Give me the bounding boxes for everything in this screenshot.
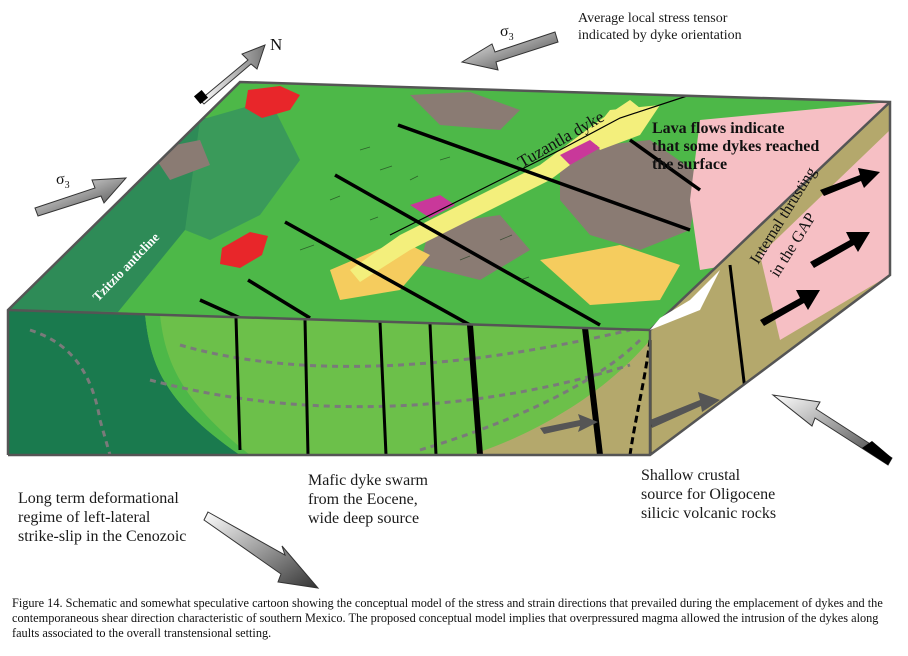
north-arrow [193, 44, 266, 105]
right-dykes [650, 264, 747, 455]
surface-dyke-lines [199, 123, 702, 327]
compression-arrow-right [771, 394, 893, 466]
dark-green-patch [185, 100, 300, 240]
texture-marks [299, 146, 530, 281]
front-mid-green-left [145, 314, 250, 455]
label-north: N [270, 35, 282, 54]
shear-arrow-front [540, 414, 598, 434]
white-notch [650, 270, 720, 330]
red-patch-north [245, 86, 300, 118]
dyke-top-6 [628, 138, 702, 192]
label-shallow: Shallow crustal source for Oligocene sil… [641, 467, 777, 522]
label-mafic: Mafic dyke swarm from the Eocene, wide d… [308, 472, 428, 527]
label-lava-line-3: the surface [652, 156, 727, 173]
sigma3-left-arrow [34, 177, 128, 217]
sigma3-top-arrow [460, 31, 559, 71]
dyke-top-1 [397, 123, 691, 232]
right-pink [760, 130, 890, 340]
front-dark-green [8, 310, 240, 455]
gray-patch-north [410, 92, 520, 130]
label-long-term: Long term deformational regime of left-l… [18, 490, 187, 545]
front-face [8, 310, 650, 455]
right-shear-arrow [650, 392, 720, 428]
yellow-patch-2 [540, 245, 680, 305]
block-diagram: N σ3 σ3 Tuzantla dyke Tzitzio anticline … [6, 23, 893, 589]
label-sigma-top: σ3 [500, 23, 514, 43]
magma-dashed-lines [29, 328, 642, 455]
shallow-source-arrows [628, 339, 650, 455]
dyke-top-2 [334, 173, 601, 327]
red-patch-mid [220, 232, 268, 268]
label-stress-tensor: Average local stress tensor indicated by… [578, 11, 742, 43]
gap-pink-top [690, 102, 890, 270]
dyke-top-5 [199, 298, 241, 320]
label-lava-line-1: Lava flows indicate [652, 120, 784, 137]
dyke-top-3 [284, 220, 471, 327]
label-sigma-left: σ3 [56, 171, 70, 191]
figure-caption: Figure 14. Schematic and somewhat specul… [12, 596, 883, 640]
dyke-top-4 [247, 278, 311, 320]
front-dykes [234, 317, 603, 455]
tuzantla-dyke-magenta [410, 195, 455, 218]
strike-slip-arrow [203, 511, 320, 589]
top-surface [8, 82, 890, 330]
front-khaki [470, 340, 650, 455]
label-lava-line-2: that some dykes reached [652, 138, 819, 155]
tuzantla-dyke-magenta-2 [560, 140, 600, 165]
fault-line [389, 94, 691, 236]
yellow-patch-1 [330, 240, 430, 300]
thrust-arrows [760, 168, 880, 326]
